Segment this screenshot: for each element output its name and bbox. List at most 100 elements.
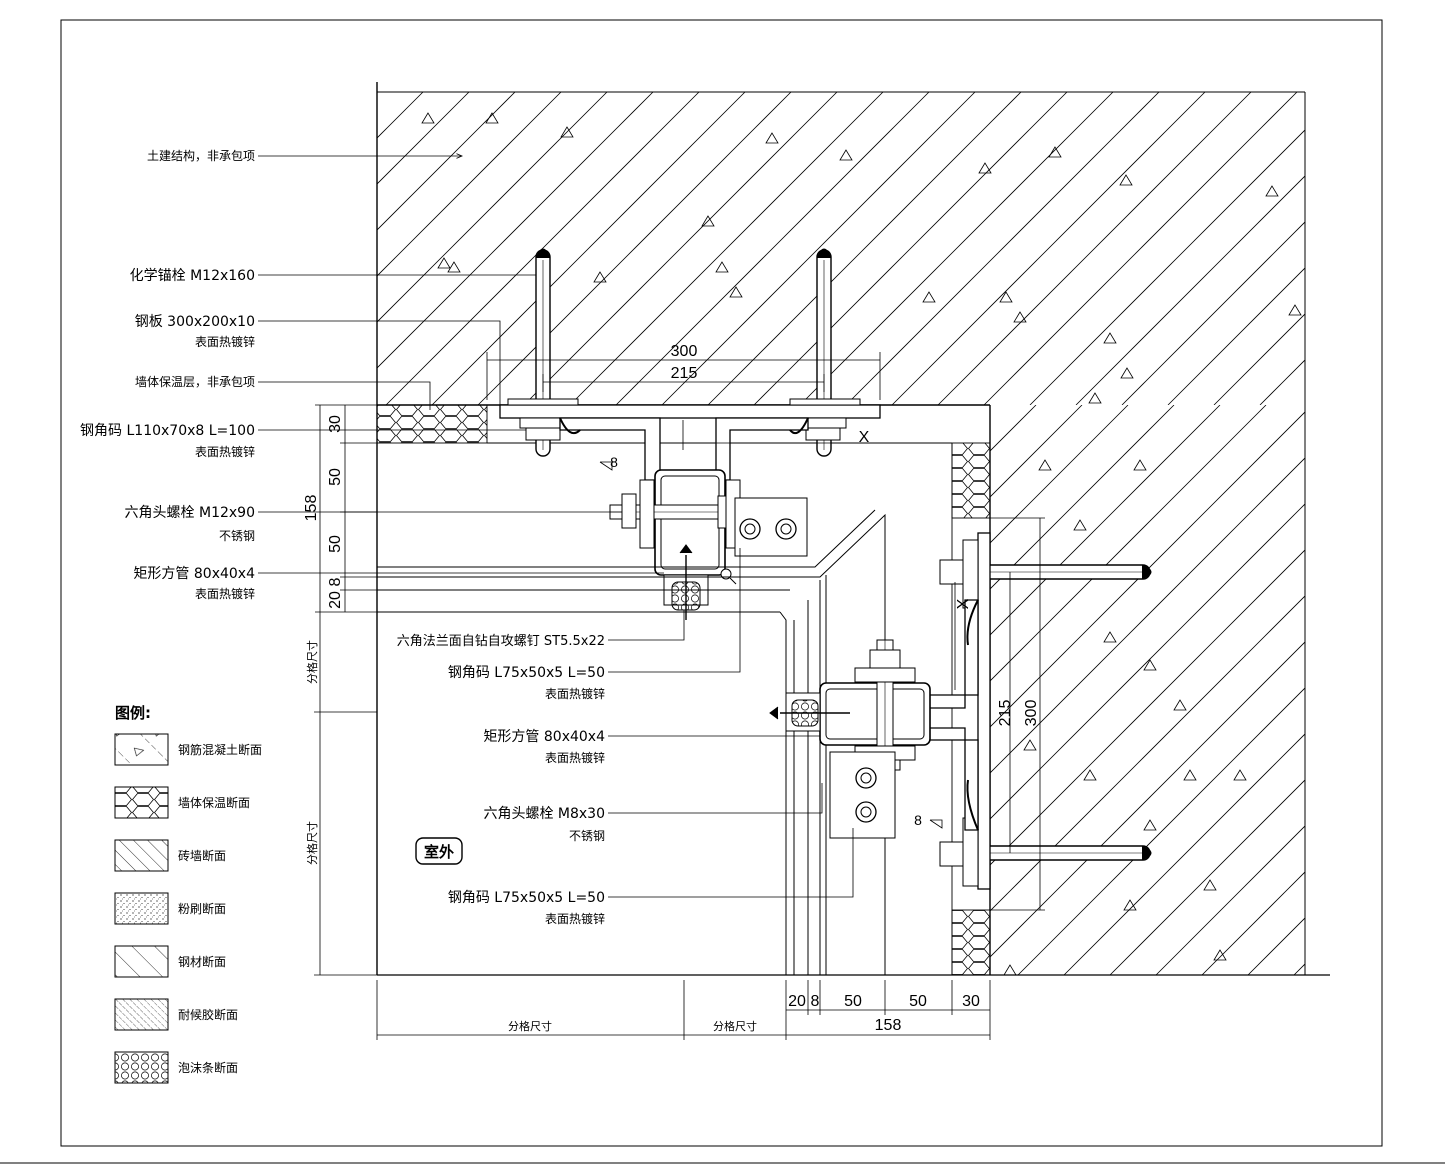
aggregate-mark — [765, 132, 779, 144]
dim-right-300: 300 — [1023, 700, 1040, 727]
label-tube1: 矩形方管 80x40x4 — [133, 566, 255, 582]
dim-weld1: 8 — [610, 454, 618, 470]
legend-label: 泡沫条断面 — [178, 1060, 238, 1075]
legend-label: 钢筋混凝土断面 — [178, 742, 262, 757]
dim-bot-50b: 50 — [909, 993, 927, 1010]
label-angle3-note: 表面热镀锌 — [545, 912, 605, 926]
aggregate-mark — [1203, 879, 1217, 891]
aggregate-mark — [1103, 332, 1117, 344]
label-tube2: 矩形方管 80x40x4 — [483, 729, 605, 745]
aggregate-mark — [729, 286, 743, 298]
aggregate-mark — [1013, 311, 1027, 323]
aggregate-mark — [922, 291, 936, 303]
dim-bot-20: 20 — [788, 993, 806, 1010]
legend-label: 耐候胶断面 — [178, 1007, 238, 1022]
dim-left-20: 20 — [327, 591, 344, 609]
aggregate-mark — [1120, 367, 1134, 379]
aggregate-mark — [1143, 659, 1157, 671]
aggregate-mark — [715, 261, 729, 273]
dim-bot-158: 158 — [875, 1017, 902, 1034]
aggregate-mark — [978, 162, 992, 174]
aggregate-mark — [1073, 519, 1087, 531]
aggregate-mark — [1213, 949, 1227, 961]
legend-swatch-hatch-wide — [114, 945, 169, 978]
label-screw: 六角法兰面自钻自攻螺钉 ST5.5x22 — [397, 634, 605, 649]
dim-top-300: 300 — [671, 343, 698, 360]
legend-title: 图例: — [115, 704, 151, 722]
aggregate-mark — [593, 271, 607, 283]
label-bolt2: 六角头螺栓 M8x30 — [483, 806, 605, 822]
dim-left-50b: 50 — [327, 535, 344, 553]
aggregate-mark — [437, 257, 451, 269]
aggregate-mark — [1119, 174, 1133, 186]
legend-swatch-hex — [114, 786, 169, 819]
label-angle3: 钢角码 L75x50x5 L=50 — [448, 890, 605, 906]
aggregate-mark — [1123, 899, 1137, 911]
aggregate-mark — [1233, 769, 1247, 781]
insulation-top — [376, 404, 488, 444]
dim-bot-8: 8 — [811, 993, 820, 1010]
aggregate-mark — [560, 126, 574, 138]
dim-left-30: 30 — [327, 415, 344, 433]
legend-swatch-hatch — [114, 839, 169, 872]
dim-left-158: 158 — [303, 495, 320, 522]
dim-grid-v1: 分格尺寸 — [305, 640, 319, 684]
dim-bot-30: 30 — [962, 993, 980, 1010]
legend-swatch-hatch-dense — [114, 998, 169, 1031]
aggregate-mark — [1103, 631, 1117, 643]
right-anchor-assembly — [769, 532, 1152, 890]
dim-left-50a: 50 — [327, 468, 344, 486]
dim-x-top: X — [859, 429, 870, 446]
label-angle2-note: 表面热镀锌 — [545, 687, 605, 701]
label-bolt1: 六角头螺栓 M12x90 — [125, 505, 255, 521]
aggregate-mark — [1265, 185, 1279, 197]
label-plate: 钢板 300x200x10 — [135, 314, 255, 330]
label-bolt1-note: 不锈钢 — [219, 529, 255, 543]
legend-swatch-concrete — [114, 733, 169, 766]
label-bolt2-note: 不锈钢 — [569, 829, 605, 843]
label-plate-note: 表面热镀锌 — [195, 335, 255, 349]
aggregate-mark — [447, 261, 461, 273]
label-angle1-note: 表面热镀锌 — [195, 445, 255, 459]
dim-grid-v2: 分格尺寸 — [305, 821, 319, 865]
aggregate-mark — [485, 112, 499, 124]
aggregate-mark — [839, 149, 853, 161]
outdoor-label: 室外 — [424, 843, 454, 861]
dim-bot-50a: 50 — [844, 993, 862, 1010]
insulation-right-bottom — [951, 909, 991, 976]
dim-x-right: X — [955, 598, 972, 609]
aggregate-mark — [1083, 769, 1097, 781]
dim-weld2: 8 — [914, 812, 922, 828]
label-tube1-note: 表面热镀锌 — [195, 587, 255, 601]
aggregate-mark — [999, 291, 1013, 303]
label-tube2-note: 表面热镀锌 — [545, 751, 605, 765]
dim-top-215: 215 — [671, 365, 698, 382]
aggregate-mark — [1173, 699, 1187, 711]
aggregate-mark — [1143, 819, 1157, 831]
legend-label: 墙体保温断面 — [178, 795, 250, 810]
legend-swatch-circles — [114, 1051, 169, 1084]
legend-swatch-dots — [114, 892, 169, 925]
legend-label: 粉刷断面 — [178, 901, 226, 916]
top-anchor-assembly — [499, 248, 881, 620]
label-angle2: 钢角码 L75x50x5 L=50 — [448, 665, 605, 681]
label-insulation: 墙体保温层，非承包项 — [135, 375, 255, 389]
label-angle1: 钢角码 L110x70x8 L=100 — [80, 423, 255, 439]
leader-lines — [258, 156, 943, 898]
outdoor-badge — [415, 837, 463, 865]
legend-label: 砖墙断面 — [178, 848, 226, 863]
aggregate-mark — [1133, 459, 1147, 471]
aggregate-mark — [1183, 769, 1197, 781]
aggregate-mark — [1023, 739, 1037, 751]
dim-right-215: 215 — [997, 700, 1014, 727]
aggregate-mark — [1088, 392, 1102, 404]
aggregate-mark — [1288, 304, 1302, 316]
label-structure: 土建结构，非承包项 — [147, 148, 255, 163]
dim-grid-h2: 分格尺寸 — [713, 1019, 757, 1033]
aggregate-mark — [1038, 459, 1052, 471]
aggregate-mark — [421, 112, 435, 124]
legend-label: 钢材断面 — [178, 954, 226, 969]
label-anchor: 化学锚栓 M12x160 — [130, 268, 255, 284]
